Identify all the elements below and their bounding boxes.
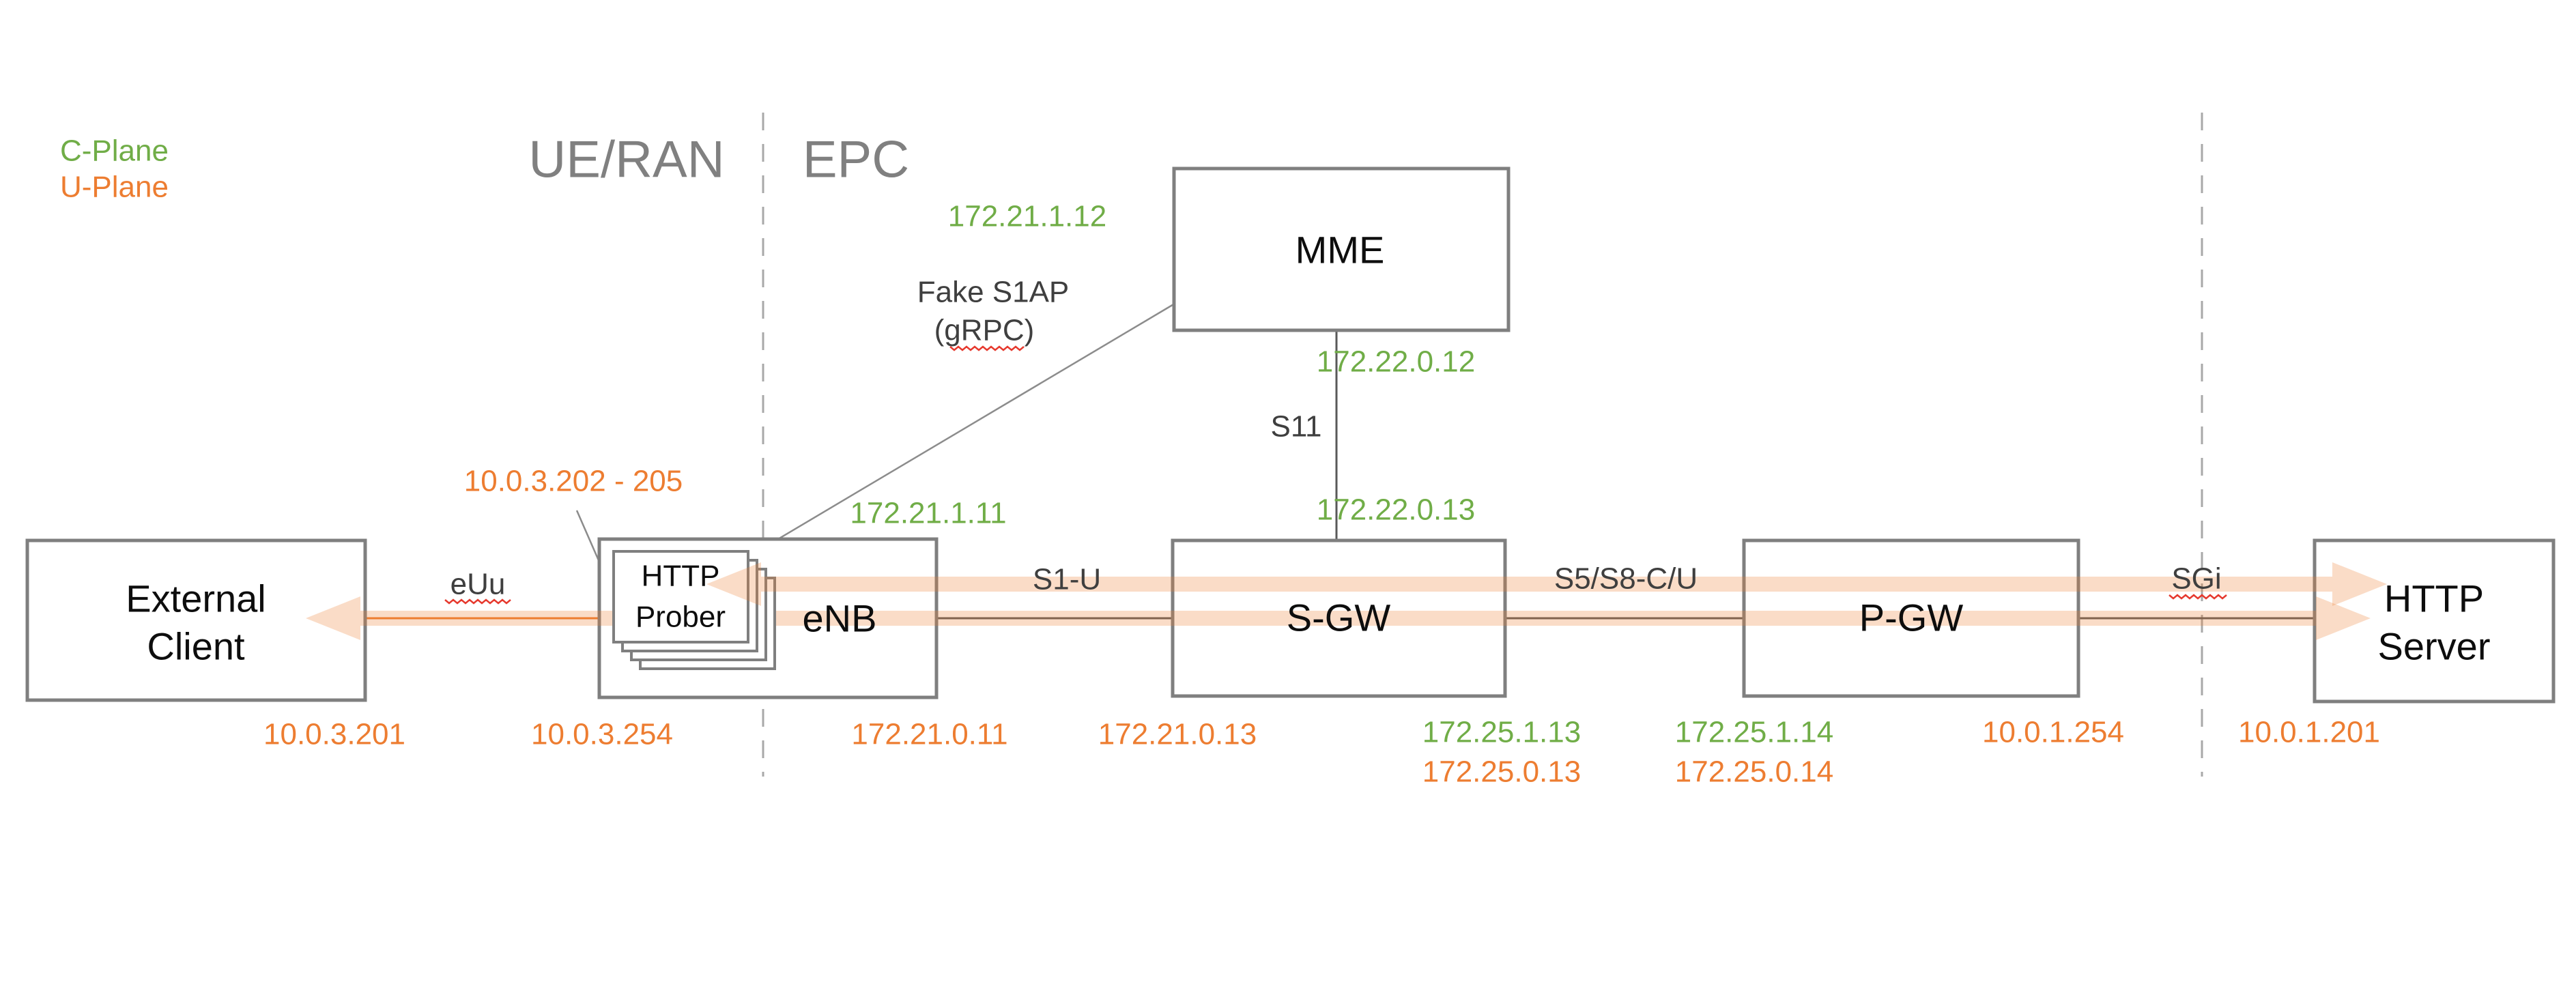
- ip-enb-s1-cplane: 172.21.1.11: [850, 497, 1006, 530]
- fake-s1ap-line: [777, 302, 1175, 540]
- ip-prober-pool: 10.0.3.202 - 205: [464, 465, 683, 498]
- ip-enb-uu-uplane: 10.0.3.254: [531, 718, 673, 751]
- grpc-misspell-squiggle: [949, 345, 1025, 351]
- node-mme: [1172, 167, 1511, 332]
- section-title-ue-ran: UE/RAN: [528, 131, 724, 189]
- euu-misspell-squiggle: [444, 598, 511, 605]
- http-prober-label-line1: HTTP: [642, 560, 720, 593]
- ip-sgw-s11-cplane: 172.22.0.13: [1317, 493, 1475, 527]
- ip-mme-s11-cplane: 172.22.0.12: [1317, 345, 1475, 379]
- s11-label: S11: [1270, 410, 1321, 444]
- node-http-server: [2313, 538, 2556, 704]
- ip-pgw-sgi-uplane: 10.0.1.254: [1982, 716, 2124, 749]
- probe-flow-band: [706, 562, 2387, 606]
- ip-sgw-s5-uplane: 172.25.0.13: [1422, 755, 1581, 789]
- section-title-epc: EPC: [803, 131, 909, 189]
- node-sgw: [1171, 538, 1507, 698]
- uplane-flow-band: [306, 596, 2371, 640]
- node-pgw: [1742, 538, 2080, 698]
- external-client-label-line2: Client: [147, 625, 245, 668]
- http-prober-card-front: [612, 550, 749, 643]
- ip-pgw-s5-cplane: 172.25.1.14: [1675, 716, 1833, 749]
- http-prober-stack: HTTP Prober: [612, 550, 776, 670]
- http-server-label-line1: HTTP: [2384, 577, 2484, 620]
- ip-server-uplane: 10.0.1.201: [2238, 716, 2380, 749]
- fake-s1ap-label-line2: (gRPC): [934, 314, 1035, 347]
- ip-mme-s1-cplane: 172.21.1.12: [948, 200, 1106, 233]
- pgw-label: P-GW: [1859, 596, 1964, 639]
- sgw-label: S-GW: [1287, 596, 1391, 639]
- node-external-client: [25, 538, 367, 702]
- s5s8-label: S5/S8-C/U: [1554, 562, 1698, 596]
- enb-label: eNB: [803, 597, 877, 640]
- ip-sgw-s1u-uplane: 172.21.0.13: [1098, 718, 1257, 751]
- ip-client-uplane: 10.0.3.201: [263, 718, 405, 751]
- s1u-label: S1-U: [1033, 563, 1101, 596]
- ip-pgw-s5-uplane: 172.25.0.14: [1675, 755, 1833, 789]
- external-client-label-line1: External: [126, 577, 266, 620]
- euu-label: eUu: [450, 568, 506, 601]
- legend-u-plane: U-Plane: [60, 171, 169, 204]
- mme-label: MME: [1296, 229, 1385, 272]
- legend-c-plane: C-Plane: [60, 134, 169, 168]
- sgi-misspell-squiggle: [2169, 594, 2227, 600]
- http-prober-label-line2: Prober: [635, 600, 726, 634]
- ip-enb-s1u-uplane: 172.21.0.11: [851, 718, 1007, 751]
- fake-s1ap-label-line1: Fake S1AP: [917, 276, 1070, 309]
- sgi-label: SGi: [2171, 562, 2221, 596]
- http-server-label-line2: Server: [2378, 625, 2491, 668]
- ip-sgw-s5-cplane: 172.25.1.13: [1422, 716, 1581, 749]
